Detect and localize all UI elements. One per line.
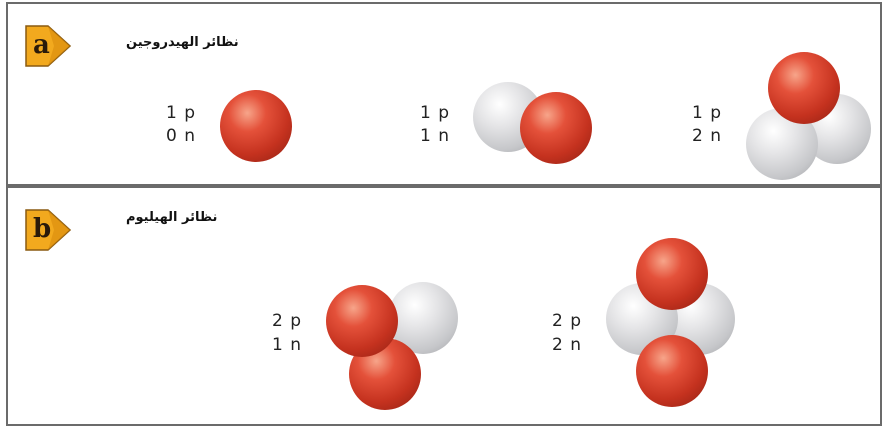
panel-b-title: نظائر الهيليوم	[126, 210, 217, 225]
proton-count: 1 p	[166, 102, 196, 124]
panel-b-tag: b	[24, 208, 74, 252]
proton-ball	[326, 285, 398, 357]
proton-count: 2 p	[272, 310, 302, 332]
proton-ball	[636, 335, 708, 407]
proton-count: 1 p	[420, 102, 450, 124]
neutron-count: 2 n	[552, 334, 582, 356]
proton-ball	[520, 92, 592, 164]
panel-a-tag: a	[24, 24, 74, 68]
proton-ball	[768, 52, 840, 124]
neutron-count: 1 n	[420, 125, 450, 147]
panel-b-letter: b	[33, 212, 51, 246]
neutron-count: 2 n	[692, 125, 722, 147]
proton-ball	[220, 90, 292, 162]
neutron-count: 0 n	[166, 125, 196, 147]
proton-count: 2 p	[552, 310, 582, 332]
panel-a-title: نظائر الهيدروجين	[126, 35, 239, 50]
panel-a-letter: a	[33, 28, 50, 62]
proton-ball	[636, 238, 708, 310]
hydrogen-isotopes-panel: a نظائر الهيدروجين 1 p 0 n 1 p 1 n 1 p 2…	[6, 2, 882, 186]
helium-isotopes-panel: b نظائر الهيليوم 2 p 1 n 2 p 2 n	[6, 186, 882, 426]
proton-count: 1 p	[692, 102, 722, 124]
neutron-count: 1 n	[272, 334, 302, 356]
